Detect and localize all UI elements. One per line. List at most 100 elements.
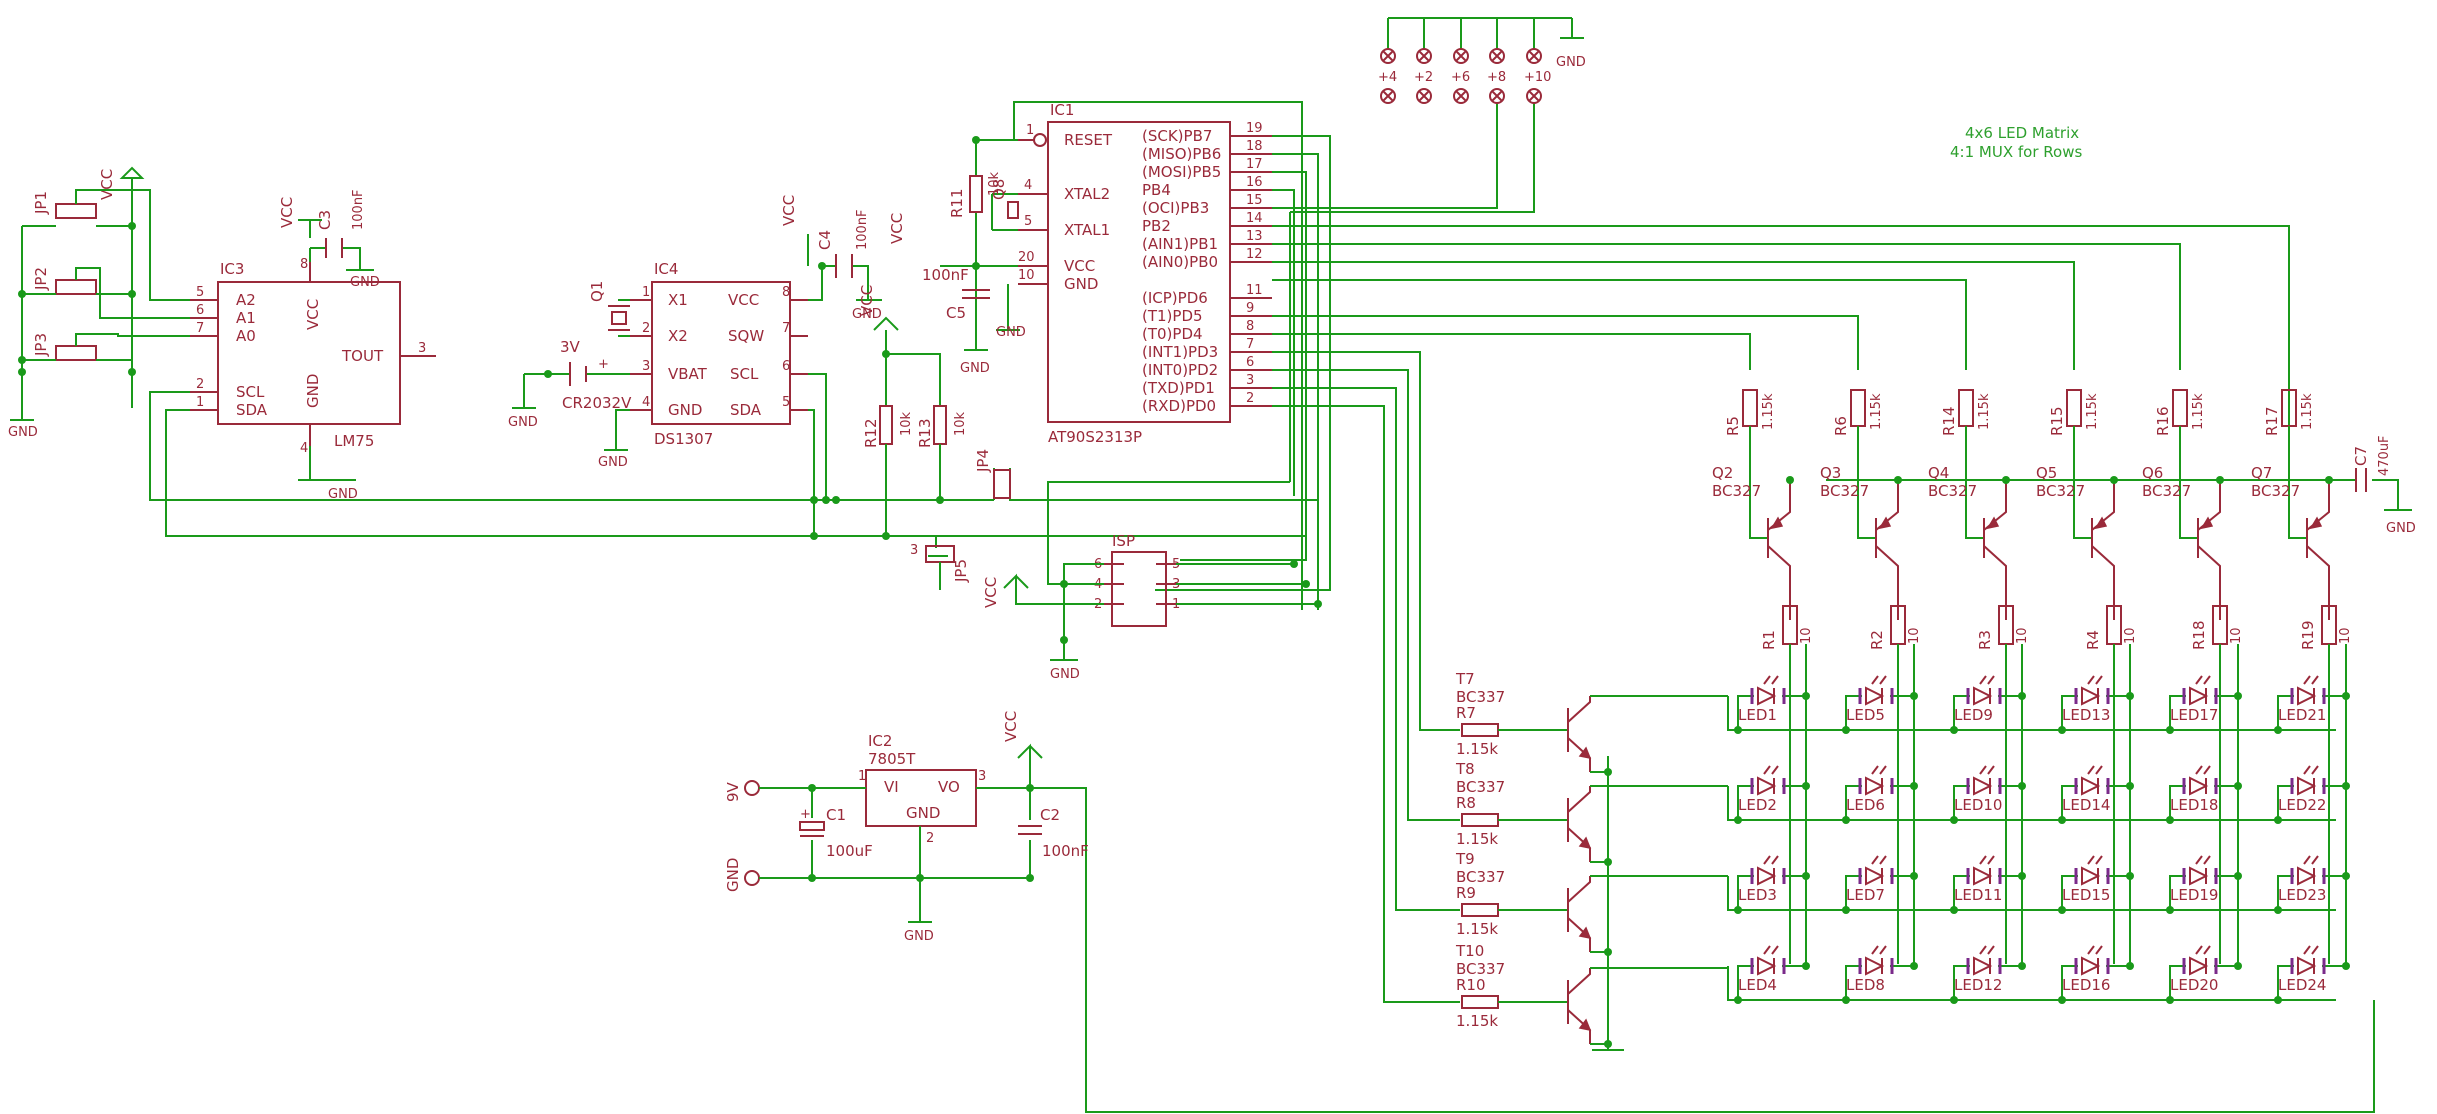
ic1-name: IC1 bbox=[1050, 101, 1074, 119]
column-resistor-value: 1.15k bbox=[2085, 393, 2100, 430]
c2-label: C2 bbox=[1040, 806, 1060, 824]
led-label: LED10 bbox=[1954, 796, 2002, 814]
row-resistor-value: 1.15k bbox=[1456, 1012, 1498, 1030]
battery-voltage: 3V bbox=[560, 338, 581, 356]
c5-label: C5 bbox=[946, 304, 966, 322]
led-label: LED2 bbox=[1738, 796, 1777, 814]
row-resistor-label: R9 bbox=[1456, 884, 1476, 902]
ic4-pin-label: SQW bbox=[728, 327, 764, 345]
led-label: LED9 bbox=[1954, 706, 1993, 724]
c5-value: 100nF bbox=[922, 266, 969, 284]
ic1-pin-num: 15 bbox=[1246, 193, 1263, 208]
c3-value: 100nF bbox=[351, 189, 366, 230]
r12-value: 10k bbox=[899, 411, 914, 436]
isp-connector: ISP 6 5 4 3 2 1 VCC GND bbox=[982, 481, 1322, 682]
address-jumpers: GND VCC JP1 JP2 JP3 bbox=[8, 166, 190, 440]
ic1-pin-label: GND bbox=[1064, 275, 1098, 293]
ic1-gnd: GND bbox=[996, 325, 1026, 340]
pullup-vcc: VCC bbox=[858, 285, 876, 316]
ic1-vcc-label: VCC bbox=[888, 213, 906, 244]
c3-gnd: GND bbox=[350, 275, 380, 290]
ic1-pin-num: 8 bbox=[1246, 319, 1254, 334]
led-label: LED3 bbox=[1738, 886, 1777, 904]
ic4-pin-label: SDA bbox=[730, 401, 762, 419]
ic1-pin-num: 7 bbox=[1246, 337, 1254, 352]
ic3-pin-label: A1 bbox=[236, 309, 256, 327]
ic1-pin-label: (T1)PD5 bbox=[1142, 307, 1203, 325]
column-resistor-label: R16 bbox=[2154, 406, 2172, 436]
c7-capacitor: GND C7 470uF bbox=[2346, 435, 2416, 536]
reg-gnd: GND bbox=[904, 929, 934, 944]
ic1-pin-label: (MOSI)PB5 bbox=[1142, 163, 1221, 181]
ic1-pin-num: 4 bbox=[1024, 178, 1032, 193]
ic3-pin-label: GND bbox=[304, 374, 322, 408]
ic1-pin-num: 1 bbox=[1026, 123, 1034, 138]
ic1-pin-label: XTAL1 bbox=[1064, 221, 1110, 239]
ic2-part: 7805T bbox=[868, 750, 916, 768]
ic4-name: IC4 bbox=[654, 260, 678, 278]
mcu-signal-wires bbox=[1013, 101, 2290, 1003]
column-load-value: 10 bbox=[2229, 627, 2244, 644]
q1-label: Q1 bbox=[588, 281, 606, 302]
column-load-label: R19 bbox=[2299, 620, 2317, 650]
ic3-gnd: GND bbox=[328, 487, 358, 502]
ic1-pin-num: 17 bbox=[1246, 157, 1263, 172]
ic4-part: DS1307 bbox=[654, 430, 713, 448]
r11-value: 10k bbox=[987, 171, 1002, 196]
ic3-pin-num: 2 bbox=[196, 377, 204, 392]
led-label: LED5 bbox=[1846, 706, 1885, 724]
jp1-label: JP1 bbox=[32, 191, 50, 215]
reg-vcc: VCC bbox=[1002, 711, 1020, 742]
row-resistor-value: 1.15k bbox=[1456, 920, 1498, 938]
q8-label: Q8 bbox=[990, 179, 1008, 200]
pnp-transistor-label: Q6 bbox=[2142, 464, 2163, 482]
led-label: LED11 bbox=[1954, 886, 2002, 904]
pnp-transistor-label: Q5 bbox=[2036, 464, 2057, 482]
header-pin-label: +6 bbox=[1451, 70, 1470, 85]
column-resistor-value: 1.15k bbox=[1869, 393, 1884, 430]
npn-transistor-part: BC337 bbox=[1456, 778, 1505, 796]
ic1-pin-label: RESET bbox=[1064, 131, 1113, 149]
isp-gnd: GND bbox=[1050, 667, 1080, 682]
ic1-pin-label: (SCK)PB7 bbox=[1142, 127, 1212, 145]
column-load-label: R1 bbox=[1760, 630, 1778, 650]
led-label: LED17 bbox=[2170, 706, 2218, 724]
c5-gnd: GND bbox=[960, 361, 990, 376]
ic2-voltage-regulator: IC2 7805T VI VO GND 1 3 2 9V GND GND + C… bbox=[724, 711, 2375, 1113]
ic3-pin-num: 1 bbox=[196, 395, 204, 410]
jp5-pin: 3 bbox=[910, 543, 918, 558]
pnp-transistor-label: Q7 bbox=[2251, 464, 2272, 482]
led-label: LED12 bbox=[1954, 976, 2002, 994]
ic1-pin-num: 3 bbox=[1246, 373, 1254, 388]
npn-transistor-label: T9 bbox=[1455, 850, 1475, 868]
c1-label: C1 bbox=[826, 806, 846, 824]
ic2-pin-label: GND bbox=[906, 804, 940, 822]
column-resistor-value: 1.15k bbox=[1977, 393, 1992, 430]
led-label: LED1 bbox=[1738, 706, 1777, 724]
ic1-pin-label: (RXD)PD0 bbox=[1142, 397, 1216, 415]
pnp-transistor-part: BC327 bbox=[1712, 482, 1761, 500]
pnp-transistor-part: BC327 bbox=[1820, 482, 1869, 500]
ic4-pin-label: VCC bbox=[728, 291, 759, 309]
ic3-pin-label: VCC bbox=[304, 299, 322, 330]
led-label: LED4 bbox=[1738, 976, 1777, 994]
column-resistor-value: 1.15k bbox=[2300, 393, 2315, 430]
pnp-transistor-part: BC327 bbox=[2142, 482, 2191, 500]
c1-value: 100uF bbox=[826, 842, 873, 860]
ic1-microcontroller: IC1 AT90S2313P 1 RESET 4 XTAL2 5 XTAL1 2… bbox=[1018, 101, 1272, 446]
column-load-value: 10 bbox=[2123, 627, 2138, 644]
column-load-label: R2 bbox=[1868, 630, 1886, 650]
ic4-pin-label: X2 bbox=[668, 327, 688, 345]
header-pads: +4+2+6+8+10 bbox=[1378, 48, 1551, 104]
led-label: LED21 bbox=[2278, 706, 2326, 724]
ic4-vcc: VCC bbox=[780, 195, 798, 226]
led-label: LED8 bbox=[1846, 976, 1885, 994]
column-load-value: 10 bbox=[1907, 627, 1922, 644]
ic1-pin-label: (T0)PD4 bbox=[1142, 325, 1203, 343]
row-resistor-label: R10 bbox=[1456, 976, 1486, 994]
ic2-pin-num: 3 bbox=[978, 769, 986, 784]
ic4-pin-num: 2 bbox=[642, 321, 650, 336]
